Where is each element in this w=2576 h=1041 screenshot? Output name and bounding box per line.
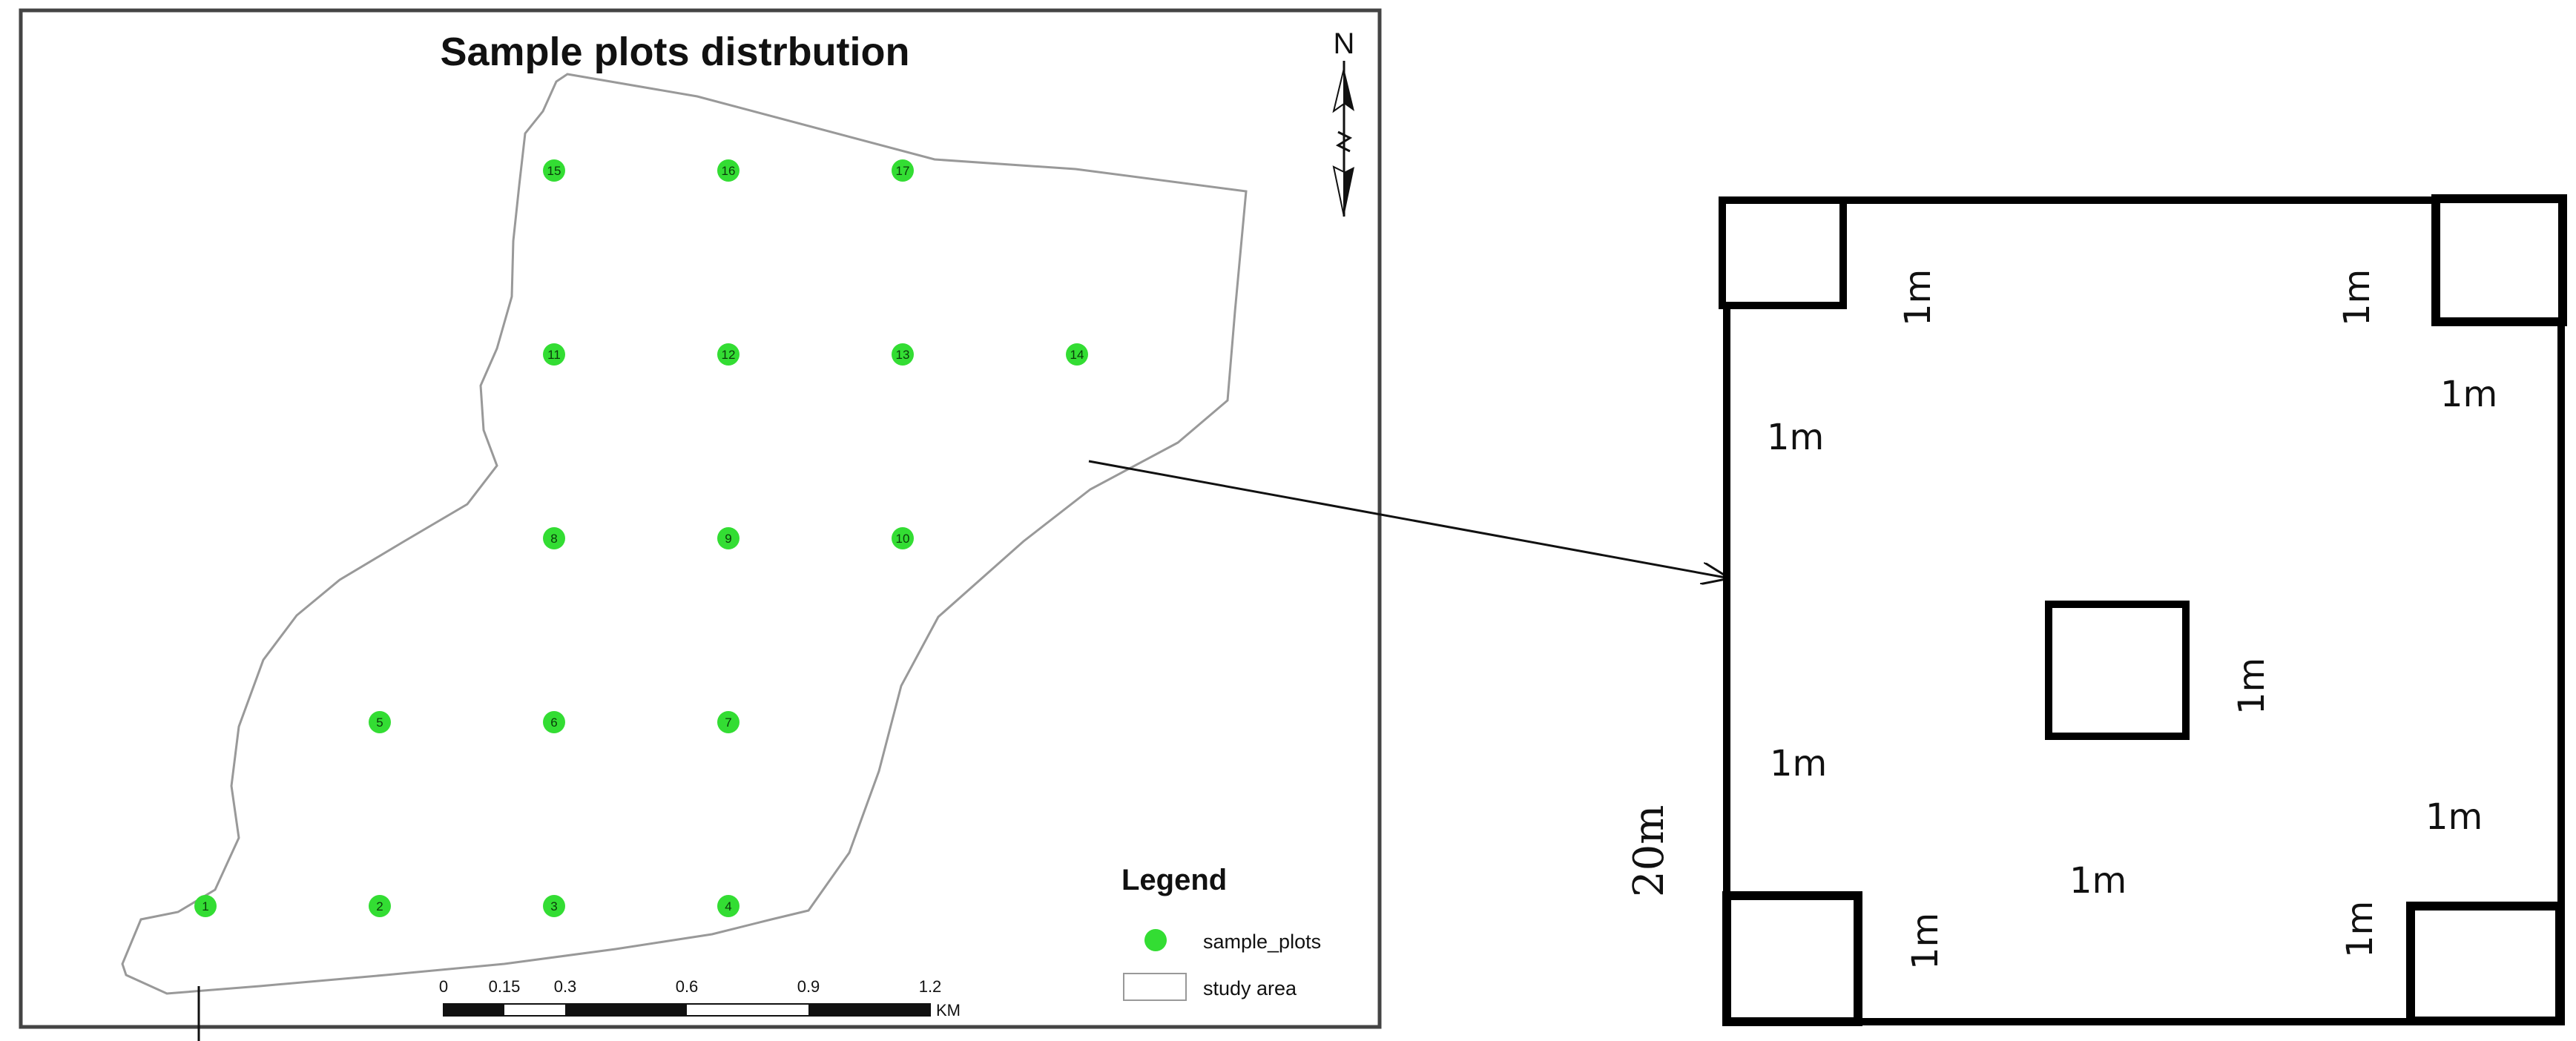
sample-plot-marker: 6 xyxy=(543,711,565,733)
sample-plot-id: 5 xyxy=(376,716,383,730)
sample-plot-dot xyxy=(543,527,565,549)
sample-plot-dot xyxy=(369,895,391,917)
subplot-bottom-left xyxy=(1722,891,1862,1026)
sample-plot-dot xyxy=(543,711,565,733)
sample-plot-id: 9 xyxy=(725,532,731,546)
label-center: 1m xyxy=(2231,658,2273,715)
scale-tick-5: 1.2 xyxy=(919,977,942,996)
map-title: Sample plots distrbution xyxy=(440,30,909,74)
legend: Legend sample_plots study area xyxy=(1121,864,1321,1001)
sample-plot-dot xyxy=(543,343,565,366)
sample-plot-dot xyxy=(543,895,565,917)
subplot-top-left xyxy=(1719,196,1847,309)
study-area-boundary xyxy=(121,73,1248,995)
scale-unit: KM xyxy=(936,1001,961,1019)
scale-bar: 0 0.15 0.3 0.6 0.9 1.2 KM xyxy=(439,977,961,1019)
sample-plot-id: 13 xyxy=(896,348,910,362)
sample-plot-marker: 16 xyxy=(717,159,739,182)
sample-plot-id: 15 xyxy=(547,164,561,178)
north-label: N xyxy=(1334,27,1355,60)
label-mid-right: 1m xyxy=(2425,796,2483,838)
subplot-bottom-right xyxy=(2406,902,2564,1025)
scale-tick-2: 0.3 xyxy=(554,977,577,996)
sample-plot-marker: 12 xyxy=(717,343,739,366)
scale-tick-4: 0.9 xyxy=(797,977,820,996)
sample-plot-dot xyxy=(717,895,739,917)
sample-plot-dot xyxy=(892,159,914,182)
label-top-right-side: 1m xyxy=(2336,269,2378,326)
label-bottom-center: 1m xyxy=(2069,860,2127,902)
sample-plot-id: 4 xyxy=(725,899,731,913)
side-length-label: 20m xyxy=(1625,805,1673,897)
sample-plot-dot xyxy=(369,711,391,733)
label-bottom-right-side: 1m xyxy=(2339,901,2381,958)
sample-plot-marker: 8 xyxy=(543,527,565,549)
sample-plot-id: 6 xyxy=(550,716,557,730)
sample-plot-dot xyxy=(194,895,217,917)
sample-plot-dot xyxy=(717,527,739,549)
sample-plot-id: 16 xyxy=(722,164,736,178)
zoom-arrow xyxy=(1088,460,1730,578)
plot-layout-diagram: 20m 1m 1m 1m 1m 1m 1m 1m 1m 1m 1m xyxy=(1625,194,2567,1026)
north-arrow-icon: N xyxy=(1332,27,1355,217)
sample-plot-id: 14 xyxy=(1070,348,1084,362)
legend-title: Legend xyxy=(1121,864,1227,896)
sample-plot-id: 7 xyxy=(725,716,731,730)
label-top-left-side: 1m xyxy=(1897,269,1939,326)
legend-sample-plots-symbol xyxy=(1144,929,1167,951)
sample-plot-dot xyxy=(892,527,914,549)
legend-study-area-symbol xyxy=(1123,973,1187,1001)
subplot-top-right xyxy=(2431,194,2567,326)
sample-plot-dot xyxy=(543,159,565,182)
sample-plot-marker: 14 xyxy=(1066,343,1088,366)
sample-plot-id: 17 xyxy=(896,164,910,178)
legend-sample-plots-label: sample_plots xyxy=(1203,931,1321,953)
sample-plot-marker: 5 xyxy=(369,711,391,733)
label-mid-left: 1m xyxy=(1770,743,1827,784)
scale-tick-0: 0 xyxy=(439,977,448,996)
legend-study-area-label: study area xyxy=(1203,977,1297,999)
sample-plot-marker: 2 xyxy=(369,895,391,917)
sample-plot-id: 11 xyxy=(547,348,561,362)
subplot-center xyxy=(2045,601,2190,740)
sample-plot-marker: 4 xyxy=(717,895,739,917)
sample-plot-id: 8 xyxy=(550,532,557,546)
scale-tick-1: 0.15 xyxy=(489,977,521,996)
sample-plot-marker: 13 xyxy=(892,343,914,366)
sample-plot-id: 2 xyxy=(376,899,383,913)
sample-plot-marker: 15 xyxy=(543,159,565,182)
sample-plot-dot xyxy=(717,159,739,182)
label-top-right: 1m xyxy=(2440,374,2497,415)
sample-plot-marker: 7 xyxy=(717,711,739,733)
sample-plot-marker: 11 xyxy=(543,343,565,366)
sample-plot-id: 10 xyxy=(896,532,910,546)
label-top-left: 1m xyxy=(1767,417,1824,458)
sample-plot-id: 3 xyxy=(550,899,557,913)
sample-plot-dot xyxy=(892,343,914,366)
sample-plot-marker: 17 xyxy=(892,159,914,182)
sample-plot-id: 1 xyxy=(202,899,208,913)
sample-plot-marker: 1 xyxy=(194,895,217,917)
sample-plot-marker: 3 xyxy=(543,895,565,917)
sample-plot-id: 12 xyxy=(722,348,736,362)
sample-plot-dot xyxy=(717,711,739,733)
sample-plot-marker: 9 xyxy=(717,527,739,549)
label-bottom-left-side: 1m xyxy=(1905,913,1946,970)
sample-plot-marker: 10 xyxy=(892,527,914,549)
scale-tick-3: 0.6 xyxy=(676,977,699,996)
sample-plot-dot xyxy=(717,343,739,366)
sample-plot-dot xyxy=(1066,343,1088,366)
